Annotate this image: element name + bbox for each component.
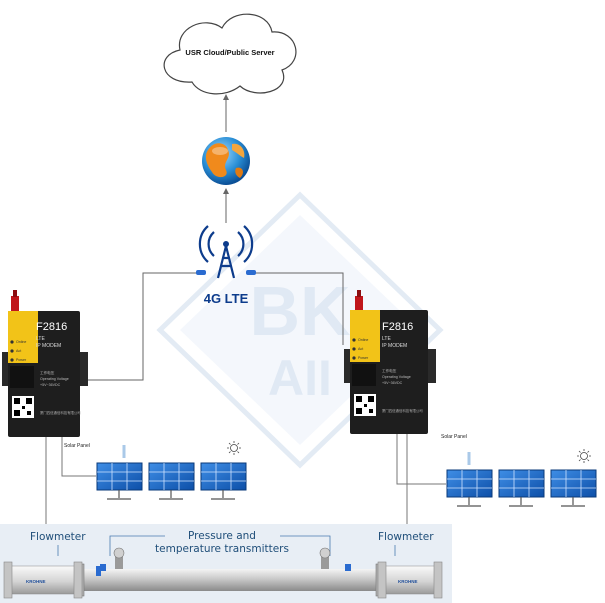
internet-globe-icon xyxy=(202,137,250,185)
modem-right-led-online: Online xyxy=(358,338,368,342)
solar-panel-3 xyxy=(200,462,247,500)
modem-left-vendor: 厦门四信通信科技有限公司 xyxy=(40,410,81,415)
cloud-label: USR Cloud/Public Server xyxy=(185,48,274,57)
pressure-transmitter-right xyxy=(319,547,351,571)
solar-panel-2 xyxy=(148,462,195,500)
svg-text:BK: BK xyxy=(249,272,350,350)
svg-text:AII: AII xyxy=(268,350,332,406)
transmitters-label-line2: temperature transmitters xyxy=(155,543,289,555)
modem-right-spec2: Operating Voltage xyxy=(382,375,411,379)
flowmeter-right-label: Flowmeter xyxy=(378,531,434,543)
pipeline-panel: Flowmeter Flowmeter Pressure and tempera… xyxy=(0,524,452,603)
solar-array-right xyxy=(446,449,597,507)
modem-right: F2816 LTE IP MODEM Online Act Power 工作电压… xyxy=(344,290,436,434)
modem-left-spec3: +5V~36VDC xyxy=(40,383,61,387)
modem-right-line1: LTE xyxy=(382,336,391,342)
modem-right-led-act: Act xyxy=(358,347,363,351)
cloud-server: USR Cloud/Public Server xyxy=(163,13,297,95)
lte-tower-icon xyxy=(198,225,254,279)
solar-panel-1 xyxy=(96,462,143,500)
modem-left: F2816 LTE IP MODEM Online Act Power 工作电压… xyxy=(2,290,88,437)
modem-right-model: F2816 xyxy=(382,321,413,333)
network-label: 4G LTE xyxy=(204,291,249,306)
modem-links xyxy=(88,270,344,381)
modem-left-line2: IP MODEM xyxy=(36,343,61,349)
modem-left-led-online: Online xyxy=(16,340,26,344)
uplink-lines xyxy=(223,94,229,223)
sun-icon xyxy=(227,441,241,455)
pressure-transmitter-left xyxy=(100,547,125,571)
solar-panel-6 xyxy=(550,469,597,507)
flowmeter-left-brand: KROHNE xyxy=(26,579,46,584)
modem-right-spec1: 工作电压 xyxy=(382,368,397,373)
modem-left-line1: LTE xyxy=(36,336,45,342)
flowmeter-left-label: Flowmeter xyxy=(30,531,86,543)
modem-left-spec2: Operating Voltage xyxy=(40,377,69,381)
transmitters-label-line1: Pressure and xyxy=(188,530,256,542)
modem-right-line2: IP MODEM xyxy=(382,343,407,349)
flowmeter-right-brand: KROHNE xyxy=(398,579,418,584)
solar-panel-5 xyxy=(498,469,545,507)
modem-right-spec3: +5V~36VDC xyxy=(382,381,403,385)
temperature-transmitter-left xyxy=(96,566,101,576)
modem-left-spec1: 工作电压 xyxy=(40,370,55,375)
modem-right-qr-code xyxy=(354,394,376,416)
solar-label-right: Solar Panel xyxy=(441,434,467,440)
solar-array-left xyxy=(96,441,247,500)
modem-left-qr-code xyxy=(12,396,34,418)
solar-panel-4 xyxy=(446,469,493,507)
modem-left-led-act: Act xyxy=(16,349,21,353)
solar-label-left: Solar Panel xyxy=(64,443,90,449)
modem-left-led-power: Power xyxy=(16,358,27,362)
solar-wiring xyxy=(45,434,446,530)
flowmeter-left: KROHNE xyxy=(3,561,83,599)
modem-right-vendor: 厦门四信通信科技有限公司 xyxy=(382,408,423,413)
flowmeter-right: KROHNE xyxy=(377,561,443,599)
modem-right-led-power: Power xyxy=(358,356,369,360)
sun-icon-right xyxy=(577,449,591,463)
modem-left-model: F2816 xyxy=(36,321,67,333)
